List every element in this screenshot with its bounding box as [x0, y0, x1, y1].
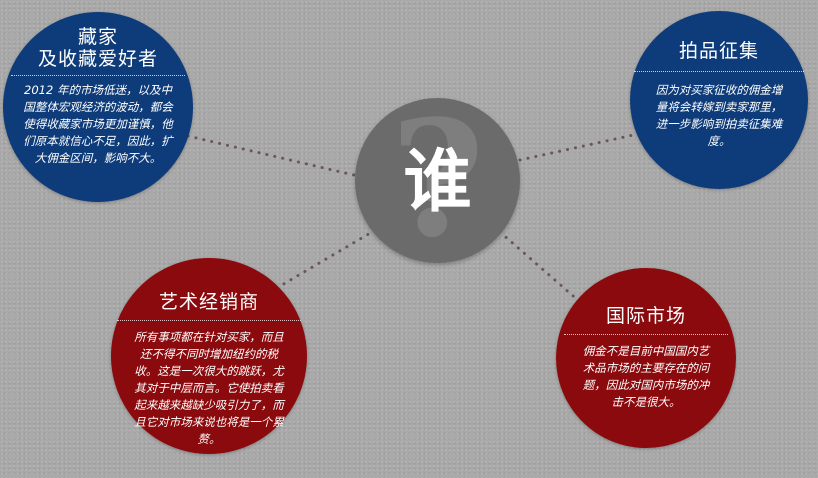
collector-divider: [11, 75, 185, 76]
auction-body: 因为对买家征收的佣金增量将会转嫁到卖家那里，进一步影响到拍卖征集难度。: [655, 83, 783, 148]
auction-title: 拍品征集: [678, 40, 759, 62]
bubble-auction: 拍品征集 因为对买家征收的佣金增量将会转嫁到卖家那里，进一步影响到拍卖征集难度。: [630, 11, 808, 189]
connector-collector: [186, 134, 360, 178]
collector-title-line1: 藏家: [77, 26, 118, 48]
connector-market: [498, 230, 582, 304]
connector-dealer: [268, 230, 374, 294]
dealer-title: 艺术经销商: [158, 291, 259, 313]
bubble-dealer: 艺术经销商 所有事项都在针对买家，而且还不得不同时增加纽约的税收。这是一次很大的…: [111, 258, 307, 454]
bubble-collector: 藏家 及收藏爱好者 2012 年的市场低迷，以及中国整体宏观经济的波动，都会使得…: [3, 12, 193, 202]
center-circle: ? 谁: [355, 98, 520, 263]
collector-body: 2012 年的市场低迷，以及中国整体宏观经济的波动，都会使得收藏家市场更加谨慎，…: [23, 83, 173, 165]
dealer-body: 所有事项都在针对买家，而且还不得不同时增加纽约的税收。这是一次很大的跳跃，尤其对…: [134, 330, 284, 446]
bubble-market: 国际市场 佣金不是目前中国国内艺术品市场的主要存在的问题，因此对国内市场的冲击不…: [556, 268, 736, 448]
connector-auction: [518, 132, 640, 162]
market-body: 佣金不是目前中国国内艺术品市场的主要存在的问题，因此对国内市场的冲击不是很大。: [582, 344, 710, 409]
market-divider: [564, 334, 728, 335]
market-title: 国际市场: [605, 305, 686, 327]
center-character: 谁: [403, 142, 472, 222]
auction-divider: [634, 71, 804, 72]
collector-title-line2: 及收藏爱好者: [37, 48, 158, 70]
dealer-divider: [117, 320, 301, 321]
question-mark-icon: ?: [390, 98, 485, 263]
